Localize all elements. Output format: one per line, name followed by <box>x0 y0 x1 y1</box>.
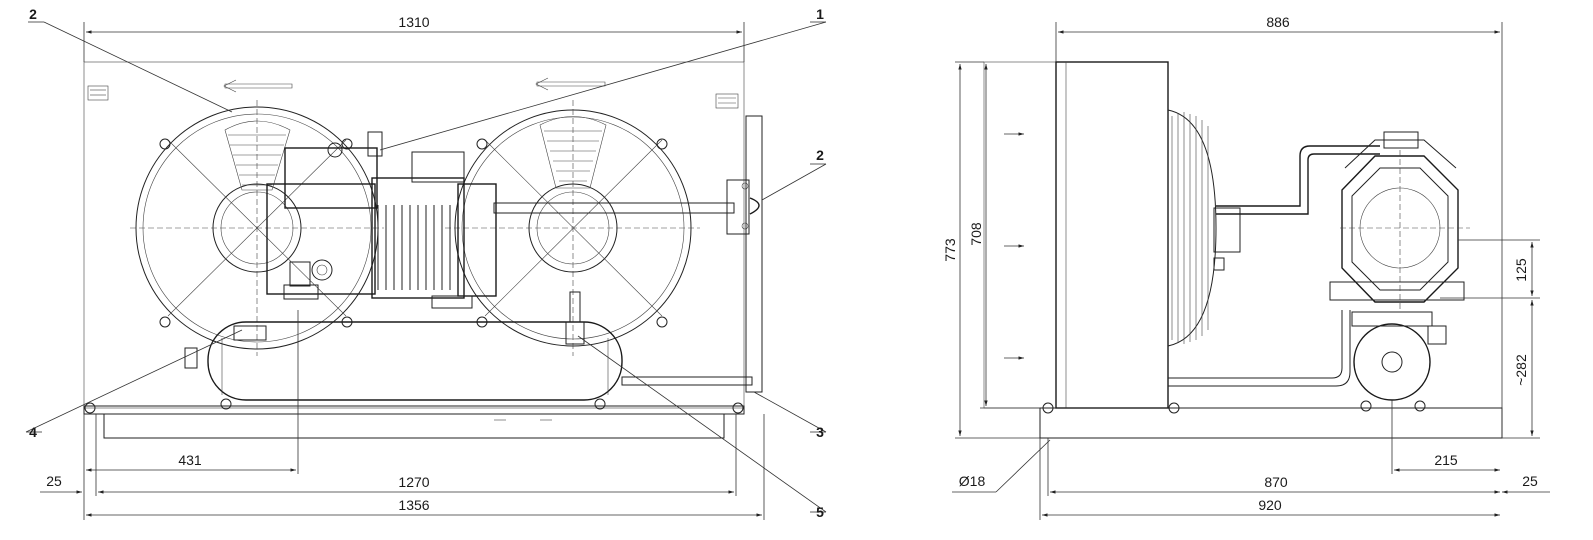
airflow-arrow-left <box>223 79 293 93</box>
dim-870: 870 <box>1264 474 1288 490</box>
side-header <box>745 115 763 393</box>
dim-25-side: 25 <box>1522 473 1538 489</box>
receiver-tank <box>184 291 623 401</box>
motor-fins <box>377 205 451 290</box>
dim-708: 708 <box>968 222 984 246</box>
dim-25-front: 25 <box>46 473 62 489</box>
callout-4: 4 <box>29 424 37 440</box>
dim-1356: 1356 <box>398 497 429 513</box>
condenser-frame <box>83 61 745 409</box>
dim-hole-diameter: Ø18 <box>959 473 986 489</box>
dim-773: 773 <box>942 238 958 262</box>
dim-125: 125 <box>1513 258 1529 282</box>
airflow-arrow-right <box>535 77 606 91</box>
condenser-side-frame <box>983 61 1057 409</box>
fan-guard-side <box>1167 109 1241 347</box>
callout-2-top: 2 <box>29 6 37 22</box>
receiver-side <box>1351 311 1447 401</box>
compressor-side <box>1329 131 1470 310</box>
discharge-pipe <box>493 202 735 214</box>
vent-icon-right <box>715 93 739 109</box>
dim-282: ~282 <box>1513 354 1529 386</box>
vent-icon-left <box>87 85 109 101</box>
front-view: 1310 431 1270 1356 25 2 1 2 3 4 <box>25 6 827 520</box>
liquid-line <box>621 376 753 386</box>
base-frame <box>83 398 745 439</box>
callout-5: 5 <box>816 504 824 520</box>
callout-2-right: 2 <box>816 147 824 163</box>
airflow-arrows-side <box>1004 132 1024 360</box>
pipe-connection-right <box>726 179 760 235</box>
dim-width-top: 1310 <box>398 14 429 30</box>
dim-1270: 1270 <box>398 474 429 490</box>
dim-width-top-side: 886 <box>1266 14 1290 30</box>
dim-920: 920 <box>1258 497 1282 513</box>
callout-3: 3 <box>816 424 824 440</box>
side-view: 886 773 708 125 ~282 215 870 920 25 <box>942 14 1550 520</box>
fan-right <box>445 100 700 356</box>
fan-left <box>130 100 384 356</box>
dim-431: 431 <box>178 452 202 468</box>
compressor <box>266 131 497 309</box>
dim-215: 215 <box>1434 452 1458 468</box>
callout-1: 1 <box>816 6 824 22</box>
condenser-coil <box>1055 61 1169 409</box>
base-side <box>1039 407 1503 439</box>
